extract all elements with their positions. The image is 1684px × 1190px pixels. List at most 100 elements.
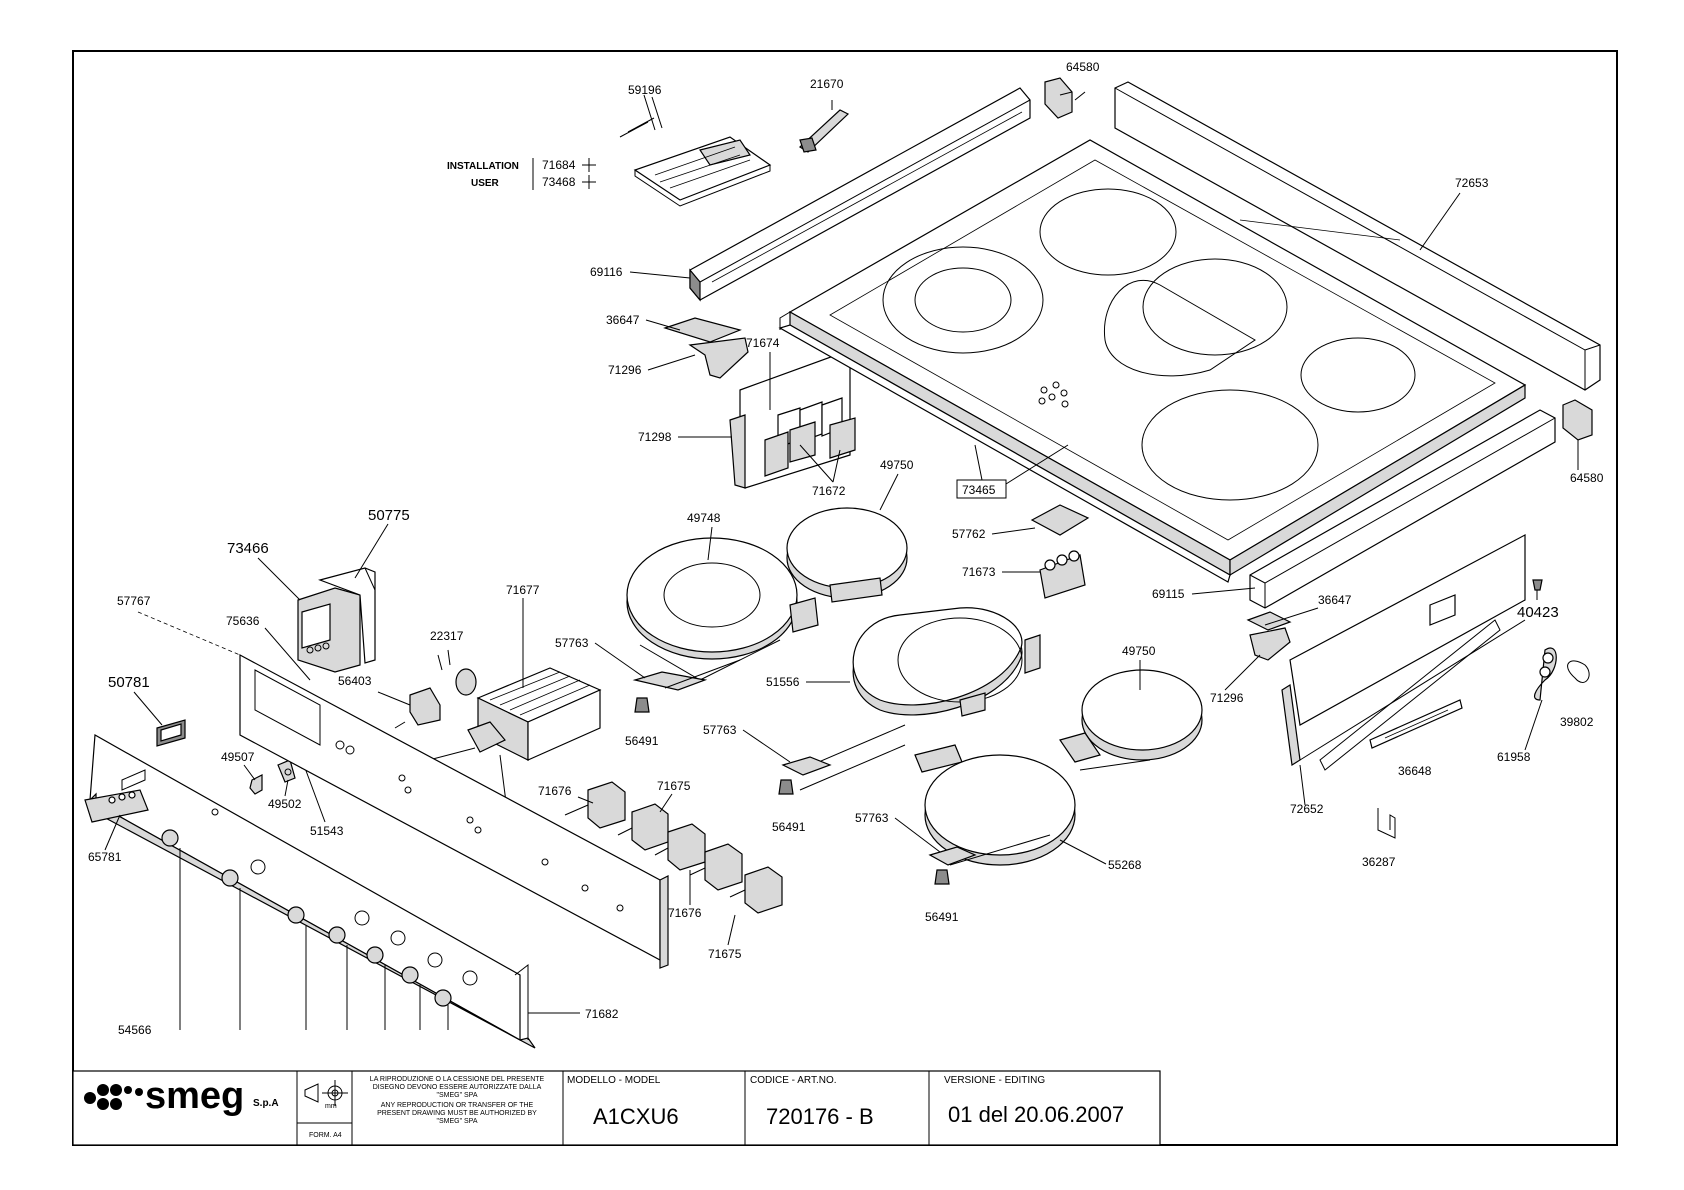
label-50781: 50781 [108, 674, 150, 691]
model-label: MODELLO - MODEL [567, 1075, 661, 1086]
notice-en-1: ANY REPRODUCTION OR TRANSFER OF THE [381, 1102, 534, 1109]
notice-it-1: LA RIPRODUZIONE O LA CESSIONE DEL PRESEN… [370, 1076, 545, 1083]
label-50775: 50775 [368, 507, 410, 524]
model-value: A1CXU6 [593, 1104, 679, 1129]
part-50775-timer-bracket [318, 567, 376, 664]
label-72652: 72652 [1290, 802, 1324, 816]
part-front-frame [778, 311, 1231, 583]
label-71677: 71677 [506, 583, 540, 597]
notice-en-3: "SMEG" SPA [436, 1118, 477, 1125]
label-57767: 57767 [117, 594, 151, 608]
label-56491-c: 56491 [925, 910, 959, 924]
label-55268: 55268 [1108, 858, 1142, 872]
part-51556-oval-heater [799, 607, 1041, 791]
brand-suffix: S.p.A [253, 1098, 279, 1109]
part-72653-rear-strip [1114, 81, 1601, 391]
part-71677-control-box [467, 667, 602, 761]
part-56491-screw-c [934, 869, 950, 885]
label-75636: 75636 [226, 614, 260, 628]
label-73466: 73466 [227, 540, 269, 557]
format-a4: FORM. A4 [309, 1132, 342, 1139]
label-69116: 69116 [590, 265, 623, 279]
label-71684: 71684 [542, 158, 576, 172]
part-36647-clip-left [663, 317, 742, 343]
label-73468: 73468 [542, 175, 576, 189]
label-36647-left: 36647 [606, 313, 640, 327]
label-36287: 36287 [1362, 855, 1396, 869]
part-49750-heater-upper [786, 507, 908, 603]
projection-symbol: mm [304, 1080, 348, 1110]
label-71296-left: 71296 [608, 363, 642, 377]
label-71682: 71682 [585, 1007, 619, 1021]
brand-name: smeg [145, 1075, 244, 1117]
label-49748: 49748 [687, 511, 721, 525]
part-22317-spring [437, 649, 477, 696]
part-71676-switch-a [564, 781, 626, 829]
part-72652-rear-panel [1281, 534, 1526, 771]
label-21670: 21670 [810, 77, 844, 91]
part-36648-strip [1369, 699, 1463, 749]
part-manual-book [633, 136, 772, 207]
part-50781-display-window [156, 719, 186, 747]
label-54566: 54566 [118, 1023, 152, 1037]
label-61958: 61958 [1497, 750, 1531, 764]
part-71298-switch-bracket [729, 349, 856, 489]
part-69115-front-strip [1249, 409, 1556, 609]
part-49748-double-heater [626, 537, 819, 681]
unit-mm: mm [325, 1103, 337, 1110]
part-71296-bracket-left [688, 337, 749, 379]
label-71296-right: 71296 [1210, 691, 1244, 705]
label-57763-c: 57763 [855, 811, 889, 825]
label-71675-b: 71675 [708, 947, 742, 961]
part-71673-terminal-block [1039, 550, 1086, 599]
label-64580-right: 64580 [1570, 471, 1604, 485]
label-49502: 49502 [268, 797, 302, 811]
label-57762: 57762 [952, 527, 986, 541]
label-51543: 51543 [310, 824, 344, 838]
label-49750-lower: 49750 [1122, 644, 1156, 658]
part-65781-terminal [84, 789, 149, 823]
label-49507: 49507 [221, 750, 255, 764]
label-51556: 51556 [766, 675, 800, 689]
part-40423-screw [1532, 579, 1543, 600]
label-36647-right: 36647 [1318, 593, 1352, 607]
label-installation: INSTALLATION [447, 161, 519, 172]
label-71674: 71674 [746, 336, 780, 350]
label-69115: 69115 [1152, 587, 1185, 601]
part-71296-bracket-right [1249, 627, 1291, 661]
part-55268-heater [914, 744, 1076, 866]
notice-en-2: PRESENT DRAWING MUST BE AUTHORIZED BY [377, 1110, 537, 1117]
part-71675-switch-b [689, 843, 743, 891]
label-22317: 22317 [430, 629, 464, 643]
part-69116-side-strip [689, 87, 1031, 302]
part-49502-clip [277, 759, 296, 783]
part-36287-clip [1377, 808, 1396, 839]
label-39802: 39802 [1560, 715, 1594, 729]
part-73466-timer [297, 587, 361, 673]
reproduction-notice: LA RIPRODUZIONE O LA CESSIONE DEL PRESEN… [370, 1076, 545, 1125]
part-59196-jets [619, 94, 663, 138]
part-57762-terminal-cover [1030, 504, 1090, 536]
part-49507-bracket [249, 774, 263, 795]
part-57763-holder-a [632, 659, 741, 691]
label-71672: 71672 [812, 484, 846, 498]
smeg-logo: smeg S.p.A [84, 1075, 279, 1117]
label-71673: 71673 [962, 565, 996, 579]
part-61958-fixing [1533, 647, 1557, 701]
part-control-panel-bracket [239, 653, 669, 969]
label-64580-top: 64580 [1066, 60, 1100, 74]
label-71298: 71298 [638, 430, 672, 444]
label-56491-b: 56491 [772, 820, 806, 834]
code-label: CODICE - ART.NO. [750, 1075, 837, 1086]
part-64580-bracket-top [1044, 77, 1073, 119]
label-user: USER [471, 178, 500, 189]
part-56491-screw-a [634, 697, 650, 713]
part-54566-knobs [161, 829, 478, 1030]
label-57763-b: 57763 [703, 723, 737, 737]
label-57763-a: 57763 [555, 636, 589, 650]
part-49750-heater-lower [1059, 669, 1203, 771]
label-71676-b: 71676 [668, 906, 702, 920]
part-39802-ring [1567, 660, 1590, 683]
label-73465: 73465 [962, 483, 996, 497]
